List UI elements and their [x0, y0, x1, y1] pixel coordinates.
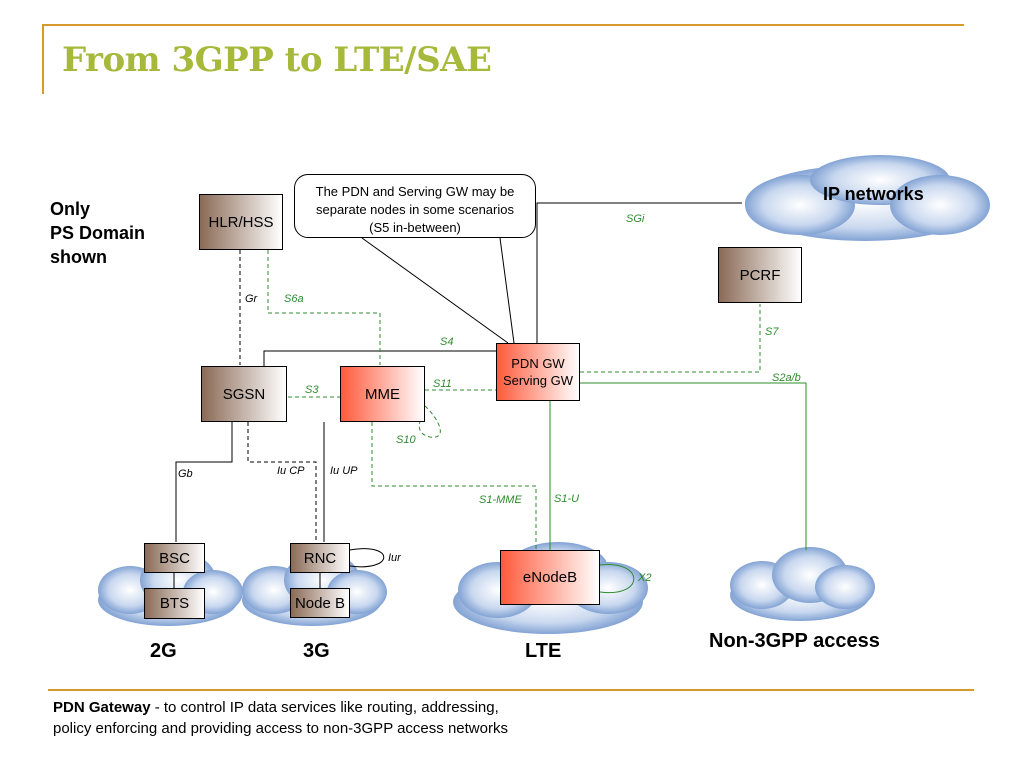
- solid-green-links: [549, 382, 807, 594]
- footer-line-2: policy enforcing and providing access to…: [53, 720, 508, 737]
- footer-note: PDN Gateway - to control IP data service…: [53, 697, 508, 739]
- s4-label: S4: [440, 336, 453, 348]
- ip-networks-cloud: [745, 155, 990, 241]
- scope-note-line-3: shown: [50, 247, 107, 267]
- s2ab-label: S2a/b: [772, 372, 801, 384]
- scope-note-line-1: Only: [50, 199, 91, 219]
- iu-up-label: Iu UP: [330, 465, 358, 477]
- access-label-2g: 2G: [150, 640, 177, 662]
- s6a-link: [267, 250, 381, 365]
- footer-bold-term: PDN Gateway: [53, 699, 151, 716]
- rnc-node: RNC: [290, 543, 350, 573]
- enodeb-node: eNodeB: [500, 550, 600, 605]
- x2-label: X2: [637, 572, 651, 584]
- callout-pointer-2: [499, 237, 515, 344]
- ip-networks-label: IP networks: [823, 184, 924, 204]
- footer-rule: [48, 689, 974, 691]
- interface-labels: SGi Gr S6a S4 S7 S3 S11 S2a/b S10 Gb Iu …: [178, 213, 801, 584]
- s7-link: [580, 304, 761, 373]
- iu-cp-label: Iu CP: [277, 465, 305, 477]
- gb-link: [175, 422, 233, 542]
- scope-note: Only PS Domain shown: [50, 197, 145, 269]
- s2ab-link: [580, 382, 807, 550]
- access-label-non3gpp: Non-3GPP access: [709, 630, 880, 652]
- sgi-link: [536, 202, 742, 343]
- footer-line-1: PDN Gateway - to control IP data service…: [53, 697, 508, 718]
- serving-gw-label: Serving GW: [502, 373, 574, 388]
- title-top-rule: [42, 24, 964, 26]
- s1-mme-link: [371, 422, 537, 550]
- s10-label: S10: [396, 434, 416, 446]
- solid-links: [173, 202, 742, 588]
- x2-loop: [599, 564, 635, 594]
- gr-label: Gr: [245, 293, 259, 305]
- non3gpp-cloud: [730, 547, 875, 621]
- access-label-lte: LTE: [525, 640, 562, 662]
- s4-link: [263, 350, 496, 368]
- s11-label: S11: [433, 378, 452, 390]
- scope-note-line-2: PS Domain: [50, 223, 146, 243]
- callout-line-3: (S5 in-between): [369, 220, 461, 235]
- callout-line-1: The PDN and Serving GW may be: [315, 184, 515, 199]
- pdn-serving-gw-callout: The PDN and Serving GW may be separate n…: [294, 174, 536, 238]
- s3-label: S3: [305, 384, 319, 396]
- mme-node: MME: [340, 366, 425, 422]
- hlr-hss-node: HLR/HSS: [199, 194, 283, 250]
- s1-mme-label: S1-MME: [479, 494, 522, 506]
- access-label-3g: 3G: [303, 640, 330, 662]
- dashed-black-links: [239, 250, 317, 542]
- sgsn-node: SGSN: [201, 366, 287, 422]
- callout-pointer-1: [361, 237, 509, 344]
- sgi-label: SGi: [626, 213, 645, 225]
- callout-line-2: separate nodes in some scenarios: [315, 202, 514, 217]
- s1-u-label: S1-U: [554, 493, 579, 505]
- bsc-node: BSC: [144, 543, 205, 573]
- bts-node: BTS: [144, 588, 205, 619]
- iur-loop: [349, 548, 385, 568]
- iur-label: Iur: [388, 552, 402, 564]
- slide-title: From 3GPP to LTE/SAE: [62, 40, 492, 80]
- pcrf-node: PCRF: [718, 247, 802, 303]
- s7-label: S7: [765, 326, 779, 338]
- title-left-rule: [42, 24, 44, 94]
- s6a-label: S6a: [284, 293, 304, 305]
- iu-cp-link: [247, 422, 317, 542]
- node-b-node: Node B: [290, 588, 350, 618]
- gb-label: Gb: [178, 468, 193, 480]
- pdn-gw-label: PDN GW: [511, 356, 565, 371]
- footer-line-1-text: - to control IP data services like routi…: [150, 699, 499, 716]
- pdn-serving-gw-node: PDN GW Serving GW: [496, 343, 580, 401]
